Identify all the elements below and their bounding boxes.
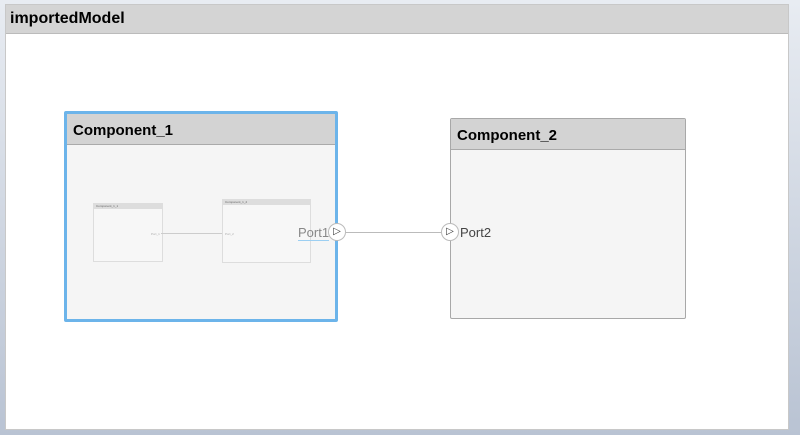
component-1-title: Component_1 — [67, 114, 335, 145]
component-1-2-title: Component_1_2 — [223, 200, 310, 205]
model-title: importedModel — [6, 5, 788, 34]
connection-port1-port2[interactable] — [346, 232, 442, 233]
component-1[interactable]: Component_1 Component_1_1 Port_1 Compone… — [64, 111, 338, 322]
component-1-2[interactable]: Component_1_2 — [222, 199, 311, 263]
model-canvas[interactable]: importedModel Component_1 Component_1_1 … — [5, 4, 789, 430]
inner-connection — [161, 233, 222, 234]
port2-label: Port2 — [460, 225, 492, 240]
component-1-2-port[interactable]: Port_2 — [225, 232, 234, 236]
component-1-1[interactable]: Component_1_1 — [93, 203, 163, 262]
port2-icon[interactable]: ▷ — [441, 223, 459, 241]
component-1-1-port[interactable]: Port_1 — [151, 232, 160, 236]
port1-icon[interactable]: ▷ — [328, 223, 346, 241]
component-1-1-title: Component_1_1 — [94, 204, 162, 209]
port1-label: Port1 — [298, 225, 330, 241]
component-2[interactable]: Component_2 — [450, 118, 686, 319]
component-2-title: Component_2 — [451, 119, 685, 150]
